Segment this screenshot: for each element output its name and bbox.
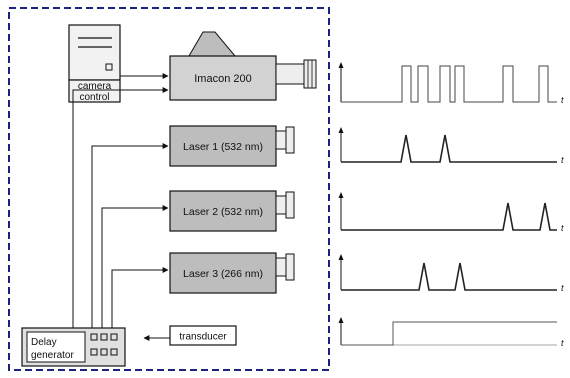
time-axis-label: t: [561, 338, 564, 348]
laser-3-label: Laser 3 (266 nm): [183, 268, 263, 280]
camera-control-label-box: [68, 79, 121, 103]
laser-3-body: [169, 252, 277, 294]
delay-to-laser3-wire: [111, 267, 169, 328]
delay-generator-label-line2: generator: [31, 350, 74, 361]
delay-to-laser2-wire: [101, 205, 169, 328]
imacon-camera: Imacon 200: [169, 31, 317, 101]
signal-line: [341, 262, 557, 291]
time-axis-label: t: [561, 155, 564, 165]
laser-1: Laser 1 (532 nm): [169, 125, 295, 167]
camera-lens-icon: [275, 63, 305, 85]
camera-label: Imacon 200: [194, 73, 251, 85]
laser-1-aperture-icon: [275, 130, 287, 150]
connections: [72, 73, 170, 341]
transducer: transducer: [169, 325, 237, 346]
laser-3-aperture-icon: [275, 257, 287, 277]
camera-hood-icon: [188, 31, 237, 57]
laser-2: Laser 2 (532 nm): [169, 190, 295, 232]
laser-2-aperture-icon: [275, 195, 287, 215]
laser-3: Laser 3 (266 nm): [169, 252, 295, 294]
y-axis-arrowhead: [338, 317, 344, 323]
signal-line: [341, 321, 557, 346]
camera-control-label-line1: camera: [78, 81, 112, 92]
laser1-trace: t: [338, 127, 564, 165]
delay-generator-label-box: [26, 331, 86, 363]
delay-generator-buttons-icon: [90, 333, 118, 356]
camera-control-label-line2: control: [79, 92, 109, 103]
y-axis-arrowhead: [338, 127, 344, 133]
computer-icon: [68, 24, 121, 81]
delay-generator-label-line1: Delay: [31, 337, 57, 348]
delay-generator: Delay generator: [21, 327, 126, 367]
y-axis-arrowhead: [338, 62, 344, 68]
setup-boundary: [8, 7, 330, 371]
y-axis-arrowhead: [338, 254, 344, 260]
delay-to-camera-wire: [72, 89, 144, 328]
transducer-trace: t: [338, 317, 564, 348]
laser-1-label: Laser 1 (532 nm): [183, 141, 263, 153]
signal-line: [341, 202, 557, 231]
laser2-trace: t: [338, 192, 564, 233]
timing-diagrams: t t t t t: [338, 62, 564, 348]
y-axis-arrowhead: [338, 192, 344, 198]
signal-line: [341, 65, 557, 103]
laser-2-body: [169, 190, 277, 232]
transducer-label: transducer: [179, 332, 227, 343]
delay-to-laser1-wire: [91, 143, 169, 328]
signal-line: [341, 134, 557, 163]
camera-trace: t: [338, 62, 564, 105]
time-axis-label: t: [561, 283, 564, 293]
time-axis-label: t: [561, 95, 564, 105]
time-axis-label: t: [561, 223, 564, 233]
laser3-trace: t: [338, 254, 564, 293]
laser-2-label: Laser 2 (532 nm): [183, 206, 263, 218]
transducer-box: [169, 325, 237, 346]
camera-control-unit: camera control: [68, 24, 121, 103]
